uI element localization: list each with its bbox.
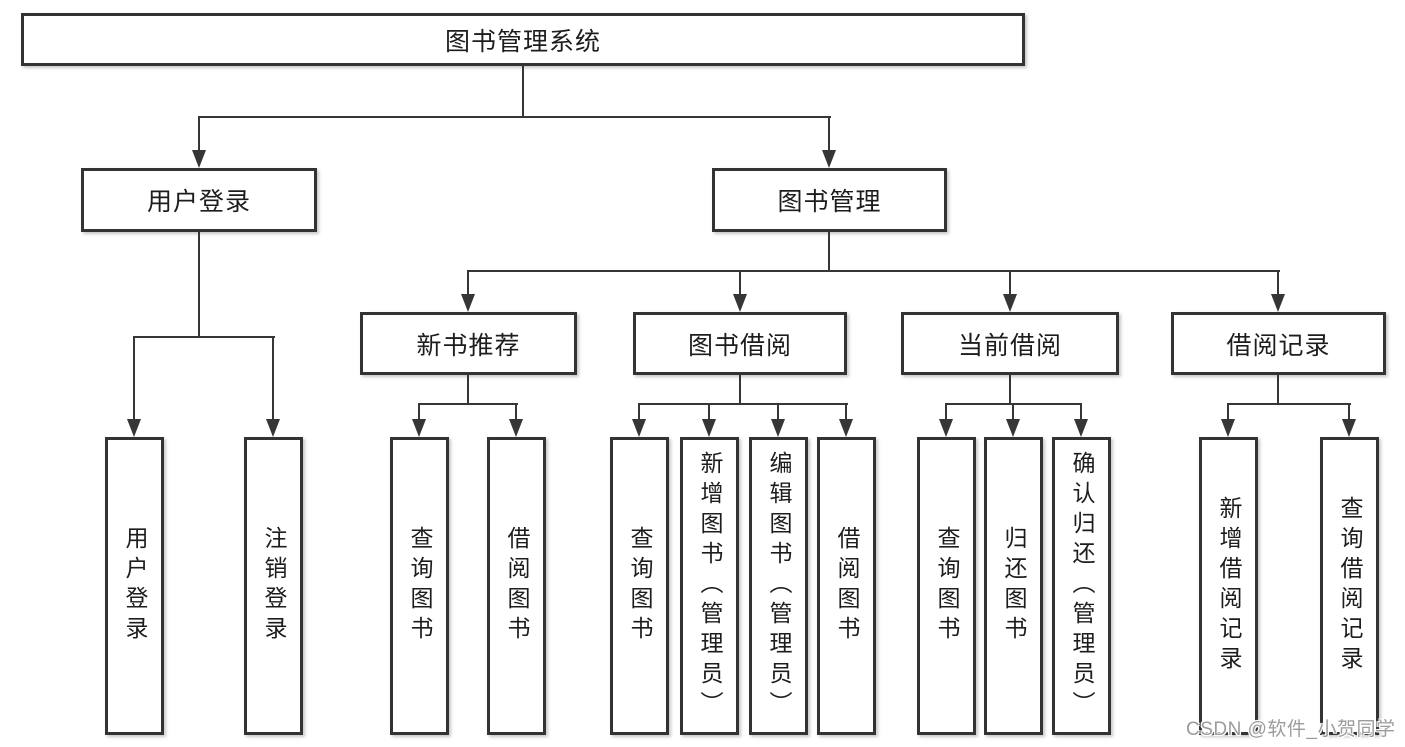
arrow-down-icon: [771, 419, 785, 437]
leaf-edit-book-admin: 编辑图书（管理员）: [749, 437, 808, 735]
connector-line: [739, 270, 741, 296]
connector-line: [198, 116, 200, 152]
connector-line: [828, 116, 830, 152]
connector-line: [708, 403, 710, 421]
connector-line: [418, 403, 420, 421]
connector-line: [1009, 375, 1011, 405]
arrow-down-icon: [1271, 294, 1285, 312]
connector-line: [1277, 270, 1279, 296]
connector-line: [1080, 403, 1082, 421]
arrow-down-icon: [412, 419, 426, 437]
connector-line: [198, 116, 831, 118]
arrow-down-icon: [1006, 419, 1020, 437]
arrow-down-icon: [1221, 419, 1235, 437]
connector-line: [515, 403, 517, 421]
leaf-borrow-books-recommend: 借阅图书: [487, 437, 546, 735]
csdn-watermark: CSDN @软件_小贺同学: [1186, 719, 1396, 740]
connector-line: [272, 336, 274, 421]
leaf-query-books-borrow: 查询图书: [610, 437, 669, 735]
node-borrow-records: 借阅记录: [1171, 312, 1386, 375]
connector-line: [1012, 403, 1014, 421]
node-book-borrow: 图书借阅: [633, 312, 847, 375]
connector-line: [133, 336, 275, 338]
node-current-borrow: 当前借阅: [901, 312, 1119, 375]
arrow-down-icon: [1003, 294, 1017, 312]
arrow-down-icon: [839, 419, 853, 437]
leaf-query-books-current: 查询图书: [917, 437, 976, 735]
node-book-management: 图书管理: [712, 168, 947, 232]
arrow-down-icon: [733, 294, 747, 312]
leaf-confirm-return-admin: 确认归还（管理员）: [1052, 437, 1111, 735]
connector-line: [467, 270, 1280, 272]
leaf-add-book-admin: 新增图书（管理员）: [680, 437, 739, 735]
connector-line: [1227, 403, 1229, 421]
arrow-down-icon: [127, 419, 141, 437]
connector-line: [638, 403, 640, 421]
arrow-down-icon: [702, 419, 716, 437]
arrow-down-icon: [1342, 419, 1356, 437]
node-user-login: 用户登录: [81, 168, 317, 232]
leaf-borrow-books: 借阅图书: [817, 437, 876, 735]
connector-line: [1348, 403, 1350, 421]
arrow-down-icon: [461, 294, 475, 312]
arrow-down-icon: [192, 150, 206, 168]
connector-line: [777, 403, 779, 421]
connector-line: [1277, 375, 1279, 405]
arrow-down-icon: [632, 419, 646, 437]
connector-line: [1009, 270, 1011, 296]
connector-line: [467, 375, 469, 405]
leaf-logout: 注销登录: [244, 437, 303, 735]
leaf-query-borrow-record: 查询借阅记录: [1320, 437, 1379, 735]
arrow-down-icon: [1074, 419, 1088, 437]
node-root: 图书管理系统: [21, 13, 1025, 66]
leaf-add-borrow-record: 新增借阅记录: [1199, 437, 1258, 735]
connector-line: [845, 403, 847, 421]
leaf-return-book: 归还图书: [984, 437, 1043, 735]
connector-line: [739, 375, 741, 405]
connector-line: [467, 270, 469, 296]
node-new-book-recommend: 新书推荐: [360, 312, 577, 375]
connector-line: [198, 232, 200, 338]
connector-line: [638, 403, 848, 405]
connector-line: [522, 66, 524, 118]
arrow-down-icon: [822, 150, 836, 168]
leaf-user-login: 用户登录: [105, 437, 164, 735]
leaf-query-books-recommend: 查询图书: [390, 437, 449, 735]
connector-line: [133, 336, 135, 421]
arrow-down-icon: [939, 419, 953, 437]
arrow-down-icon: [266, 419, 280, 437]
connector-line: [1227, 403, 1351, 405]
connector-line: [418, 403, 518, 405]
connector-line: [828, 232, 830, 272]
arrow-down-icon: [509, 419, 523, 437]
connector-line: [945, 403, 947, 421]
